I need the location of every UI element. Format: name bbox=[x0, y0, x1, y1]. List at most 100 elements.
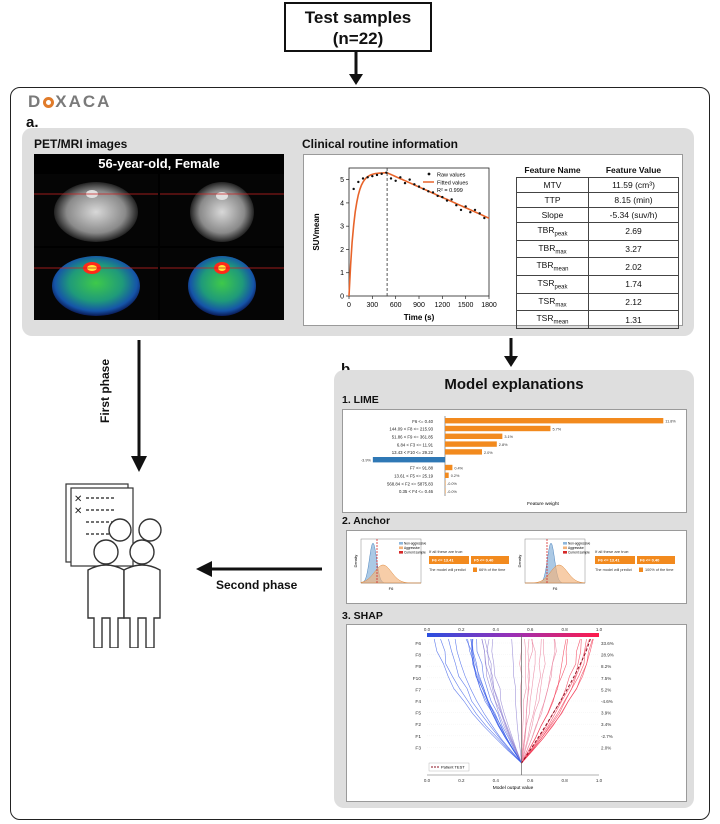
feature-name: TBRpeak bbox=[516, 222, 589, 241]
lime-value-label: 11.8% bbox=[665, 420, 676, 424]
lime-bar bbox=[445, 425, 551, 432]
shap-decision-line bbox=[521, 638, 527, 764]
anchor-legend-swatch bbox=[563, 551, 567, 554]
shap-decision-line bbox=[521, 638, 542, 764]
outer-frame bbox=[10, 87, 710, 820]
lime-bar bbox=[445, 472, 449, 478]
mri-scans bbox=[34, 174, 284, 320]
shap-feature-label: F8 bbox=[415, 653, 421, 659]
lime-feature-label: 13.43 < F10 <= 29.22 bbox=[392, 450, 434, 455]
anchor-title: 2. Anchor bbox=[342, 515, 391, 527]
shap-feature-label: F3 bbox=[415, 745, 421, 751]
lime-feature-label: 0.35 < F4 <= 0.46 bbox=[399, 489, 434, 494]
anchor-prediction-prefix: The model will predict bbox=[429, 568, 467, 572]
anchor-y-axis-label: Density bbox=[354, 555, 358, 568]
raw-point bbox=[375, 173, 379, 177]
anchor-prediction-suffix: 100% of the time bbox=[645, 568, 674, 572]
lime-title: 1. LIME bbox=[342, 394, 379, 406]
shap-feature-label: F4 bbox=[415, 699, 421, 705]
raw-point bbox=[469, 211, 472, 214]
raw-point bbox=[385, 171, 388, 174]
raw-point bbox=[445, 199, 449, 202]
shap-decision-line bbox=[484, 638, 522, 764]
lime-value-label: -0.0% bbox=[447, 490, 458, 494]
shap-contribution-label: 3.4% bbox=[601, 722, 611, 727]
anchor-x-axis-label: F6 bbox=[553, 586, 558, 591]
shap-top-tick-label: 0.6 bbox=[527, 627, 534, 632]
down-arrow-icon bbox=[349, 52, 363, 85]
shap-contribution-label: 8.2% bbox=[601, 664, 611, 669]
raw-point bbox=[417, 185, 421, 188]
legend-r2-label: R² = 0.999 bbox=[437, 188, 463, 194]
anchor-legend-label: Current sample bbox=[568, 551, 590, 555]
anchor-x-axis-label: F6 bbox=[389, 586, 394, 591]
first-phase-label: First phase bbox=[98, 358, 112, 424]
shap-patient-line bbox=[521, 638, 591, 764]
anchor-rule-1: F6 <= 13.41 bbox=[598, 558, 620, 563]
shap-feature-label: F7 bbox=[415, 687, 421, 693]
lime-value-label: 0.4% bbox=[454, 466, 463, 470]
y-tick-label: 4 bbox=[340, 200, 344, 207]
shap-bottom-tick-label: 0.0 bbox=[424, 778, 431, 783]
model-explanations-title: Model explanations bbox=[444, 376, 584, 393]
raw-point bbox=[464, 205, 467, 208]
x-tick-label: 1800 bbox=[481, 302, 497, 309]
test-samples-count: (n=22) bbox=[332, 29, 384, 48]
anchor-rule-2: F5 <= 0.40 bbox=[474, 558, 494, 563]
lime-value-label: 3.1% bbox=[504, 435, 513, 439]
raw-point bbox=[483, 216, 486, 220]
anchor-prediction-suffix: 66% of the time bbox=[479, 568, 505, 572]
feature-value: 1.31 bbox=[588, 310, 679, 330]
shap-feature-label: F6 bbox=[415, 641, 421, 647]
shap-decision-line bbox=[511, 638, 522, 764]
feature-value: 3.27 bbox=[588, 239, 679, 259]
shap-bottom-tick-label: 0.6 bbox=[527, 778, 534, 783]
x-tick-label: 900 bbox=[413, 302, 425, 309]
raw-point bbox=[413, 183, 416, 186]
shap-decision-line bbox=[465, 638, 522, 764]
anchor-legend-label: Aggressive bbox=[404, 546, 420, 550]
anchor-legend-label: Non-aggressive bbox=[404, 542, 427, 546]
anchor-rule-heading: If all these are true: bbox=[595, 549, 629, 554]
legend-raw-label: Raw values bbox=[437, 173, 466, 179]
raw-point bbox=[436, 194, 439, 198]
test-samples-box: Test samples (n=22) bbox=[284, 2, 432, 52]
down-arrow-icon bbox=[504, 338, 518, 367]
lime-bar bbox=[445, 441, 497, 447]
raw-point bbox=[459, 208, 463, 212]
raw-point bbox=[366, 176, 369, 179]
shap-decision-line bbox=[486, 638, 522, 764]
anchor-rule-heading: If all these are true: bbox=[429, 549, 463, 554]
feature-name-subscript: mean bbox=[553, 320, 569, 327]
feature-name: TSRpeak bbox=[516, 275, 589, 294]
raw-point bbox=[431, 191, 435, 194]
anchor-prediction-swatch bbox=[473, 567, 477, 572]
feature-row: Slope-5.34 (suv/h) bbox=[516, 207, 679, 223]
anchor-rule-2: F6 <= 0.40 bbox=[640, 558, 660, 563]
lime-feature-label: 6.84 < F3 <= 11.91 bbox=[397, 442, 434, 447]
lime-bar bbox=[445, 418, 664, 424]
raw-point bbox=[403, 181, 407, 185]
shap-decision-line bbox=[521, 638, 530, 764]
raw-point bbox=[380, 172, 383, 176]
anchor-density-aggressive bbox=[524, 564, 586, 584]
feature-name: TBRmean bbox=[516, 257, 589, 277]
second-phase-arrow-icon bbox=[196, 561, 322, 577]
lime-value-label: 5.7% bbox=[552, 427, 561, 431]
feature-value: -5.34 (suv/h) bbox=[588, 207, 679, 223]
raw-point bbox=[389, 177, 393, 180]
shap-decision-line bbox=[433, 638, 522, 764]
pet-mri-image-grid: 56-year-old, Female bbox=[34, 154, 284, 320]
anchor-legend-swatch bbox=[399, 542, 403, 545]
feature-value: 8.15 (min) bbox=[588, 192, 679, 208]
shap-decision-line bbox=[476, 638, 522, 764]
anchor-rule-box bbox=[429, 556, 469, 564]
shap-contribution-label: 28.9% bbox=[601, 653, 614, 658]
raw-point bbox=[394, 179, 397, 182]
shap-decision-line bbox=[521, 638, 581, 764]
